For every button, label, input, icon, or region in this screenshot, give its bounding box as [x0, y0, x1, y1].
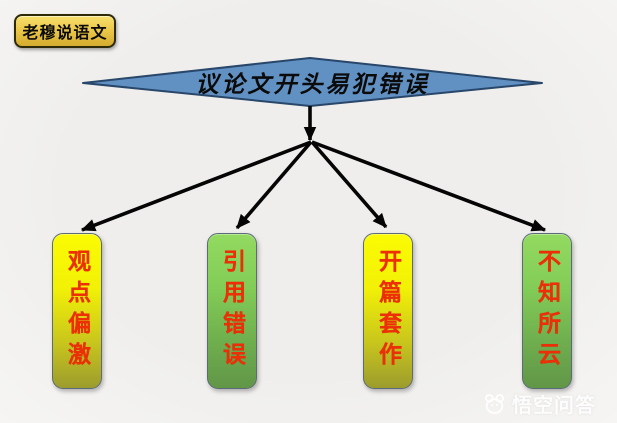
error-node-2: 引用错误 [207, 233, 257, 389]
brand-badge-label: 老穆说语文 [22, 25, 108, 42]
error-node-1: 观点偏激 [52, 233, 102, 389]
error-node-4: 不知所云 [522, 233, 572, 389]
error-node-3-label: 开篇套作 [375, 249, 402, 373]
watermark-label: 悟空问答 [512, 395, 596, 417]
root-node-diamond [82, 57, 543, 107]
watermark: 悟空问答 [482, 389, 596, 418]
error-node-2-label: 引用错误 [219, 249, 246, 373]
wukong-monkey-logo-icon [485, 394, 504, 414]
arrow-to-node-3 [310, 140, 388, 229]
error-node-3: 开篇套作 [363, 233, 413, 389]
arrow-to-node-1 [80, 140, 312, 232]
arrow-to-node-2 [235, 140, 313, 230]
error-node-1-label: 观点偏激 [64, 249, 91, 373]
arrow-to-node-4 [311, 140, 547, 232]
error-node-4-label: 不知所云 [534, 249, 561, 373]
brand-badge: 老穆说语文 [14, 14, 116, 48]
